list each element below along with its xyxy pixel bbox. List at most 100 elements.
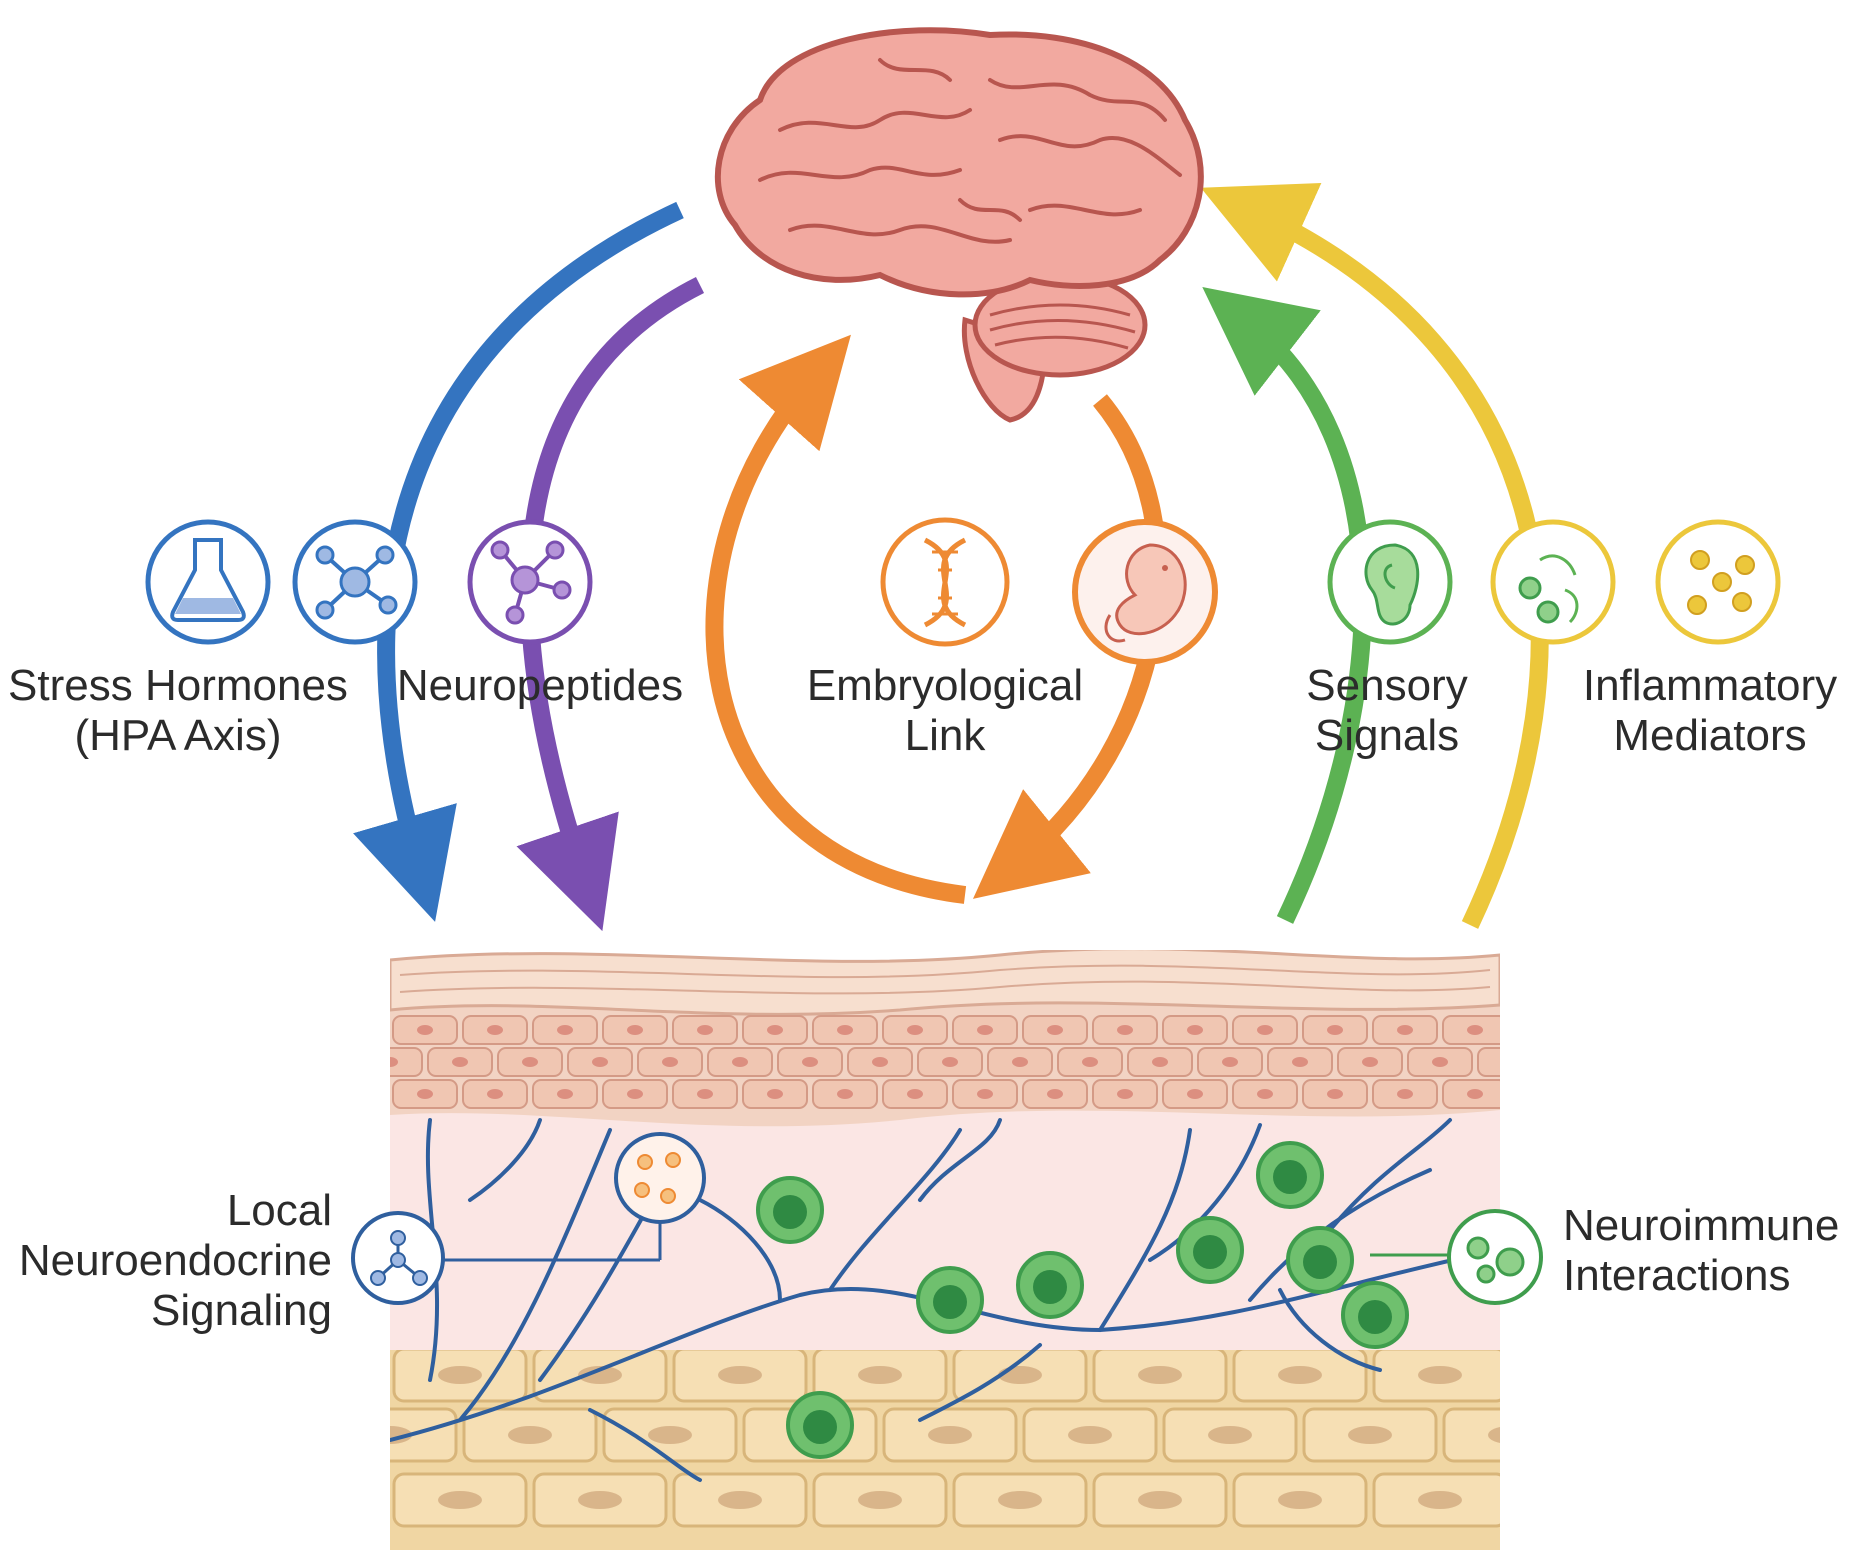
fat-cell	[1022, 1407, 1158, 1463]
keratinocyte	[1337, 1047, 1403, 1077]
keratinocyte	[602, 1015, 668, 1045]
keratinocyte	[532, 1015, 598, 1045]
keratinocyte	[1267, 1047, 1333, 1077]
keratinocyte	[1442, 1015, 1500, 1045]
fat-cell	[602, 1407, 738, 1463]
keratinocyte	[952, 1079, 1018, 1109]
immune-cells	[756, 1141, 1409, 1459]
keratinocyte	[462, 1079, 528, 1109]
vesicles-icon	[430, 1132, 706, 1262]
keratinocyte	[1407, 1047, 1473, 1077]
keratinocyte	[882, 1079, 948, 1109]
keratinocyte	[1302, 1079, 1368, 1109]
keratinocyte	[1022, 1015, 1088, 1045]
immune-cell	[1176, 1216, 1244, 1284]
label-neuropeptides: Neuropeptides	[397, 661, 683, 710]
keratinocyte	[1127, 1047, 1193, 1077]
immune-cell	[1016, 1251, 1084, 1319]
keratinocyte	[1232, 1079, 1298, 1109]
keratinocyte	[847, 1047, 913, 1077]
fat-cell	[952, 1472, 1088, 1528]
immune-cell	[756, 1176, 824, 1244]
keratinocyte	[882, 1015, 948, 1045]
fat-cell	[1092, 1347, 1228, 1403]
keratinocyte	[812, 1079, 878, 1109]
granules-icon	[1655, 519, 1781, 645]
fat-cell	[1442, 1407, 1500, 1463]
neuropeptides-arrow	[516, 276, 705, 932]
embryo-icon	[1072, 519, 1218, 665]
keratinocyte	[742, 1079, 808, 1109]
dna-icon	[880, 517, 1010, 647]
fat-cell	[812, 1347, 948, 1403]
keratinocyte	[1162, 1015, 1228, 1045]
fat-cell	[1372, 1347, 1500, 1403]
fat-cell	[532, 1347, 668, 1403]
keratinocyte	[672, 1079, 738, 1109]
keratinocyte	[777, 1047, 843, 1077]
stress-hormones-arrow	[353, 201, 684, 922]
keratinocyte	[602, 1079, 668, 1109]
keratinocyte	[532, 1079, 598, 1109]
inflammatory-mediators-arrow	[1200, 183, 1549, 929]
keratinocytes	[390, 1015, 1500, 1109]
fat-cell	[1232, 1472, 1368, 1528]
keratinocyte	[1092, 1079, 1158, 1109]
keratinocyte	[1477, 1047, 1500, 1077]
immune-cell	[916, 1266, 984, 1334]
keratinocyte	[1372, 1015, 1438, 1045]
keratinocyte	[987, 1047, 1053, 1077]
immune-cells-icon	[1370, 1209, 1543, 1305]
fat-cell	[1162, 1407, 1298, 1463]
keratinocyte	[637, 1047, 703, 1077]
keratinocyte	[392, 1015, 458, 1045]
immune-cell	[1286, 1226, 1354, 1294]
molecule-icon-local	[351, 1211, 445, 1305]
cerebrum	[714, 27, 1204, 298]
cells-icon	[1490, 519, 1616, 645]
fat-cell	[672, 1472, 808, 1528]
label-stress-hormones: Stress Hormones(HPA Axis)	[8, 661, 348, 760]
keratinocyte	[917, 1047, 983, 1077]
fat-cell	[1302, 1407, 1438, 1463]
keratinocyte	[707, 1047, 773, 1077]
keratinocyte	[390, 1047, 423, 1077]
keratinocyte	[392, 1079, 458, 1109]
keratinocyte	[1057, 1047, 1123, 1077]
embryological-arrow-up	[705, 334, 967, 904]
fat-cell	[532, 1472, 668, 1528]
fat-cell	[1092, 1472, 1228, 1528]
keratinocyte	[427, 1047, 493, 1077]
keratinocyte	[1162, 1079, 1228, 1109]
keratinocyte	[1022, 1079, 1088, 1109]
flask-icon	[145, 519, 271, 645]
keratinocyte	[1372, 1079, 1438, 1109]
stratum-corneum	[390, 950, 1500, 1016]
keratinocyte	[952, 1015, 1018, 1045]
fat-cell	[812, 1472, 948, 1528]
molecule-icon	[292, 519, 418, 645]
ear-icon	[1327, 519, 1453, 645]
fat-cell	[672, 1347, 808, 1403]
immune-cell	[1256, 1141, 1324, 1209]
fat-cell	[390, 1407, 458, 1463]
keratinocyte	[672, 1015, 738, 1045]
cerebellum-folds	[989, 303, 1136, 350]
fat-cell	[392, 1472, 528, 1528]
fat-cell	[882, 1407, 1018, 1463]
keratinocyte	[497, 1047, 563, 1077]
brain-gyri	[758, 58, 1182, 244]
keratinocyte	[462, 1015, 528, 1045]
immune-cell	[1341, 1281, 1409, 1349]
keratinocyte	[1197, 1047, 1263, 1077]
keratinocyte	[1442, 1079, 1500, 1109]
immune-cell	[786, 1391, 854, 1459]
keratinocyte	[812, 1015, 878, 1045]
fat-cell	[392, 1347, 528, 1403]
brain	[714, 27, 1204, 423]
